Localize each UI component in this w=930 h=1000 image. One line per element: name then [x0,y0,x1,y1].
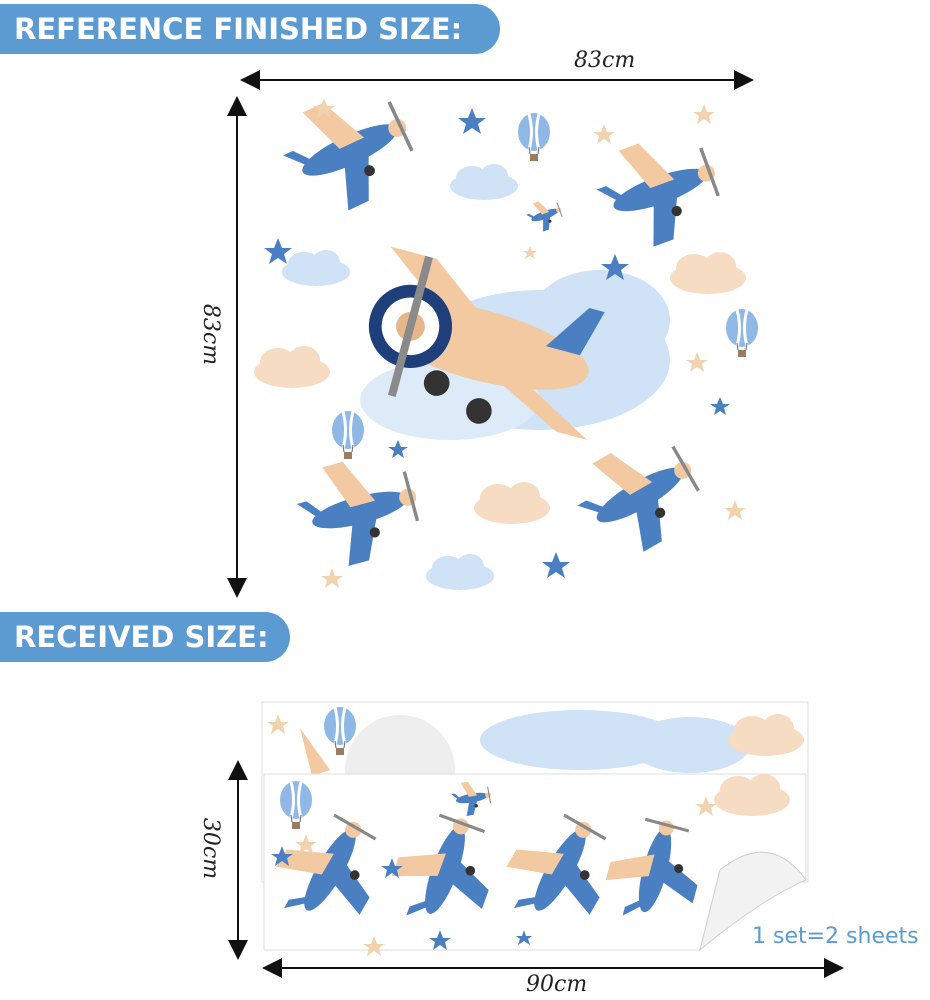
finished-height-label: 83cm [198,303,224,366]
reference-size-banner: REFERENCE FINISHED SIZE: [0,4,500,54]
received-size-banner: RECEIVED SIZE: [0,612,290,662]
finished-decal-set [254,73,760,590]
received-width-label: 90cm [526,972,588,997]
received-height-label: 30cm [198,817,224,880]
front-sheet [258,773,807,956]
sheet-count-note: 1 set=2 sheets [752,924,919,949]
finished-width-label: 83cm [574,48,636,73]
